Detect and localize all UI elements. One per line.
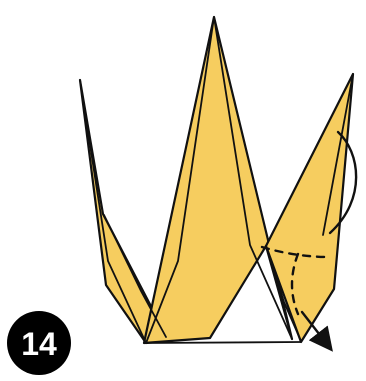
right-outer-flap [266,74,353,342]
step-number-badge: 14 [7,311,71,375]
step-number: 14 [21,326,57,362]
origami-model [80,17,353,343]
center-body [144,17,292,343]
base-line [146,342,301,343]
